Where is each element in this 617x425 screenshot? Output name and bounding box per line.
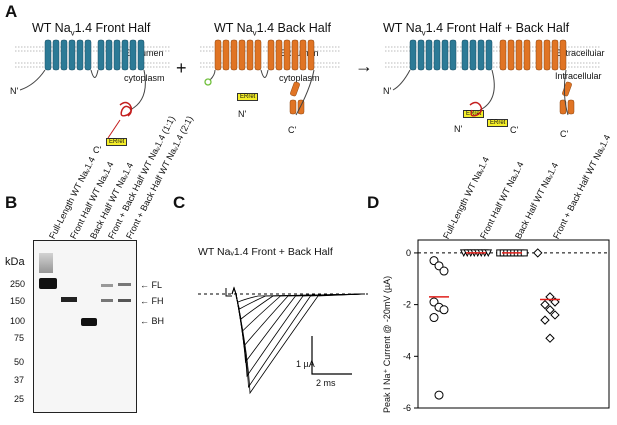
fl-smear — [39, 253, 53, 273]
bh-band — [81, 318, 97, 326]
data-point — [533, 248, 543, 258]
kda-label: kDa — [5, 256, 25, 268]
combo-title-tail: 1.4 Front Half + Back Half — [425, 21, 570, 35]
back-title-sub: v — [252, 28, 257, 38]
holding-step — [225, 288, 232, 297]
erret-box-4: ERret — [487, 119, 509, 127]
erret-box-3: ERret — [463, 110, 485, 118]
data-point — [545, 333, 555, 343]
scale-y-label: 1 µA — [296, 359, 315, 369]
band-arrow-bh: ← BH — [140, 316, 165, 326]
fl-band-lane5 — [118, 283, 131, 286]
y-tick-label: -6 — [403, 403, 411, 413]
combo-title-sub: v — [421, 28, 426, 38]
combo-title-text: WT Na — [383, 21, 422, 35]
marker-37: 37 — [14, 375, 25, 385]
panel-d-letter: D — [367, 193, 380, 212]
data-point — [520, 249, 528, 257]
data-point — [429, 313, 439, 323]
data-point — [545, 305, 555, 315]
c-term-label-2: C' — [288, 125, 297, 135]
back-title-text: WT Na — [214, 21, 253, 35]
marker-100: 100 — [10, 316, 26, 326]
c-term-label-1: C' — [93, 145, 102, 155]
panel-a-letter: A — [5, 2, 18, 21]
combo-title: WT Nav1.4 Front Half + Back Half — [383, 21, 569, 38]
scale-bar — [311, 336, 352, 375]
band-label-bh: BH — [151, 316, 165, 326]
c-term-label-3: C' — [510, 125, 519, 135]
marker-250: 250 — [10, 279, 26, 289]
front-half-title: WT Nav1.4 Front Half — [32, 21, 150, 38]
erret-box-2: ERret — [237, 93, 259, 101]
band-arrow-fh: ← FH — [140, 296, 164, 306]
front-title-sub: v — [70, 28, 75, 38]
marker-75: 75 — [14, 333, 25, 343]
intracellular-label: Intracellular — [555, 71, 602, 81]
scale-x-label: 2 ms — [316, 378, 336, 388]
fl-band-lane4 — [101, 284, 113, 287]
n-term-label-3: N' — [383, 86, 392, 96]
front-title-text: WT Na — [32, 21, 71, 35]
data-point — [439, 266, 449, 276]
data-point — [540, 315, 550, 325]
fh-band-lane4 — [101, 299, 113, 302]
panel-c-letter: C — [173, 193, 186, 212]
data-point — [439, 305, 449, 315]
er-lumen-label-2: ER lumen — [279, 48, 319, 58]
marker-25: 25 — [14, 394, 25, 404]
current-trace — [231, 286, 366, 395]
data-point — [545, 292, 555, 302]
marker-50: 50 — [14, 357, 25, 367]
y-tick-label: 0 — [406, 248, 411, 258]
arrow-sign: → — [355, 56, 373, 76]
y-tick-label: -4 — [403, 351, 411, 361]
band-label-fl: FL — [151, 280, 163, 290]
erret-box-1: ERret — [106, 138, 128, 146]
fl-band — [39, 278, 57, 289]
plot-frame — [417, 239, 610, 409]
data-point — [484, 249, 493, 258]
cytoplasm-label-2: cytoplasm — [279, 73, 320, 83]
fh-band-lane5 — [118, 299, 131, 302]
fh-band — [61, 297, 77, 302]
western-blot-image — [33, 240, 137, 413]
n-term-label-1: N' — [10, 86, 19, 96]
back-title-tail: 1.4 Back Half — [256, 21, 332, 35]
y-tick-label: -2 — [403, 300, 411, 310]
n-term-label-2: N' — [238, 109, 247, 119]
data-point — [434, 390, 444, 400]
cytoplasm-label-1: cytoplasm — [124, 73, 165, 83]
marker-150: 150 — [10, 296, 26, 306]
c-term-label-4: C' — [560, 129, 569, 139]
trace-title: WT Naᵥ1.4 Front + Back Half — [198, 246, 333, 258]
front-title-tail: 1.4 Front Half — [74, 21, 151, 35]
back-half-title: WT Nav1.4 Back Half — [214, 21, 331, 38]
panel-b-letter: B — [5, 193, 18, 212]
plus-sign: + — [176, 58, 187, 78]
n-term-label-4: N' — [454, 124, 463, 134]
data-point — [540, 299, 550, 310]
band-label-fh: FH — [151, 296, 164, 306]
data-point — [550, 310, 560, 320]
band-arrow-fl: ← FL — [140, 280, 163, 290]
extracellular-label: Extracellular — [555, 48, 605, 58]
